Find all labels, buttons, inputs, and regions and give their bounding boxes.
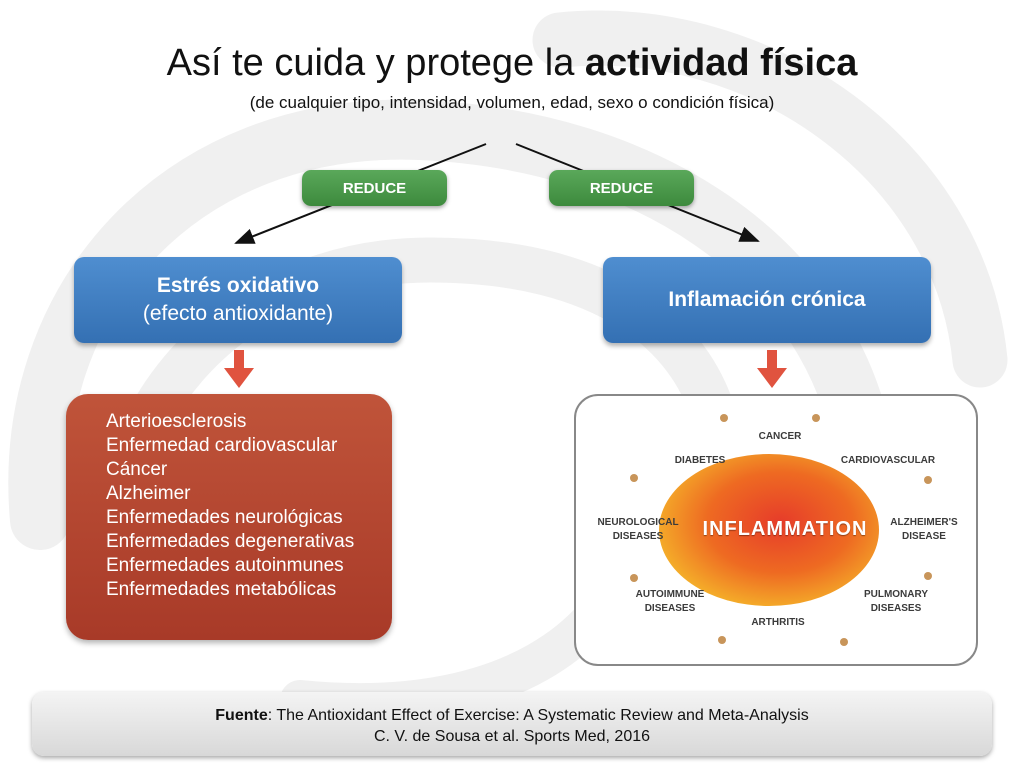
footer-source-line: Fuente: The Antioxidant Effect of Exerci… (32, 705, 992, 726)
label-cancer: CANCER (758, 431, 802, 442)
oxidative-stress-box: Estrés oxidativo (efecto antioxidante) (74, 257, 402, 343)
diseases-list-box: Arterioesclerosis Enfermedad cardiovascu… (66, 394, 392, 640)
title-prefix: Así te cuida y protege la (166, 42, 585, 84)
inflammation-figure (630, 414, 932, 646)
chronic-inflammation-box: Inflamación crónica (603, 257, 931, 343)
footer-citation: C. V. de Sousa et al. Sports Med, 2016 (373, 728, 651, 745)
oxidative-stress-title: Estrés oxidativo (156, 274, 320, 297)
title-bold: actividad física (584, 42, 858, 84)
label-neurological: NEUROLOGICAL DISEASES (590, 516, 686, 544)
disease-item: Enfermedad cardiovascular (106, 435, 338, 456)
disease-item: Enfermedades neurológicas (106, 507, 343, 528)
reduce-badge-right: REDUCE (549, 170, 694, 206)
disease-item: Enfermedades metabólicas (106, 579, 337, 600)
label-pulmonary: PULMONARY DISEASES (852, 588, 940, 616)
label-autoimmune-line1: AUTOIMMUNE (635, 589, 705, 600)
inflammation-center-label: INFLAMMATION (702, 518, 868, 540)
label-cardiovascular: CARDIOVASCULAR (840, 455, 936, 466)
chronic-inflammation-title: Inflamación crónica (668, 288, 866, 311)
label-alzheimers: ALZHEIMER'S DISEASE (880, 516, 968, 544)
label-pulmonary-line2: DISEASES (870, 603, 922, 614)
disease-item: Enfermedades autoinmunes (106, 555, 344, 576)
label-pulmonary-line1: PULMONARY (863, 589, 929, 600)
label-autoimmune: AUTOIMMUNE DISEASES (626, 588, 714, 616)
down-arrow-right-icon (757, 350, 787, 388)
footer-source-label: Fuente (215, 707, 268, 724)
inflammation-dots (630, 414, 932, 646)
inflammation-ellipse (659, 454, 879, 606)
label-alzheimers-line1: ALZHEIMER'S (890, 517, 958, 528)
label-diabetes: DIABETES (674, 455, 726, 466)
source-footer: Fuente: The Antioxidant Effect of Exerci… (32, 692, 992, 756)
disease-item: Enfermedades degenerativas (106, 531, 355, 552)
page-title: Así te cuida y protege la actividad físi… (0, 42, 1024, 85)
label-arthritis: ARTHRITIS (751, 617, 805, 628)
disease-item: Alzheimer (106, 483, 191, 504)
oxidative-stress-subtitle: (efecto antioxidante) (142, 302, 334, 325)
footer-source-text: : The Antioxidant Effect of Exercise: A … (267, 707, 809, 724)
reduce-badge-left: REDUCE (302, 170, 447, 206)
down-arrow-left-icon (224, 350, 254, 388)
disease-item: Cáncer (106, 459, 168, 480)
disease-item: Arterioesclerosis (106, 411, 247, 432)
label-neurological-line1: NEUROLOGICAL (597, 517, 679, 528)
label-neurological-line2: DISEASES (612, 531, 664, 542)
label-alzheimers-line2: DISEASE (902, 531, 946, 542)
label-autoimmune-line2: DISEASES (644, 603, 696, 614)
page-subtitle: (de cualquier tipo, intensidad, volumen,… (249, 93, 775, 112)
